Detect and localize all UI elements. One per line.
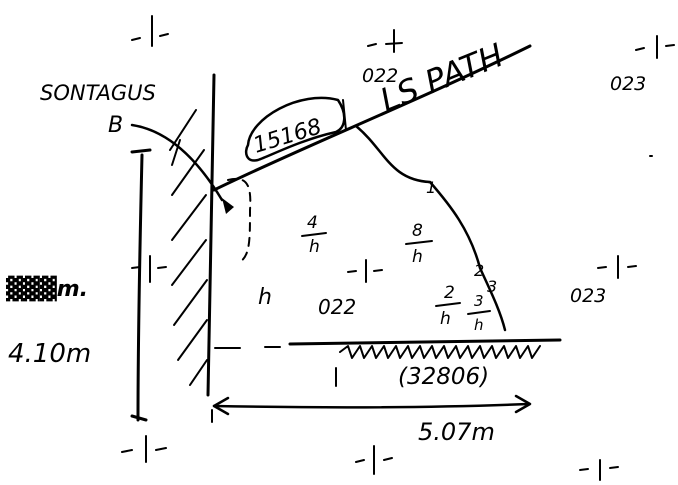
sontagus-label: SONTAGUS xyxy=(40,81,156,105)
svg-text:h: h xyxy=(474,316,484,334)
svg-text:4: 4 xyxy=(307,213,318,233)
sontagus-arrow xyxy=(130,123,224,202)
hedge-boundary xyxy=(214,338,562,387)
fraction-3h: 3 h xyxy=(467,292,491,334)
svg-text:022: 022 xyxy=(362,65,398,87)
svg-text:h: h xyxy=(412,247,423,267)
crosshair-marks xyxy=(121,15,653,481)
grid-023-mid: 023 xyxy=(570,255,637,307)
ls-path-line xyxy=(212,44,532,192)
height-dimension-label: 4.10m xyxy=(8,339,91,369)
height-dimension xyxy=(130,148,152,422)
fraction-8h: 8 h xyxy=(405,221,433,267)
grid-022-top: 022 xyxy=(362,29,403,87)
grid-023-top: 023 xyxy=(610,35,675,95)
sontagus-b-label: B xyxy=(108,113,123,138)
svg-text:023: 023 xyxy=(570,285,606,307)
scribbled-out-text: ▓▓▓m. xyxy=(6,275,88,302)
svg-text:h: h xyxy=(440,309,451,329)
svg-text:023: 023 xyxy=(610,73,646,95)
fraction-4h: 4 h xyxy=(301,213,327,257)
tree-h-mark: h xyxy=(258,285,272,310)
ref-32806-label: (32806) xyxy=(398,364,489,390)
setback-bracket xyxy=(227,177,252,263)
wall xyxy=(169,73,216,397)
ref-15168-bubble xyxy=(244,96,346,162)
tree-mark-1: 1 xyxy=(426,178,436,197)
grid-022-mid: 022 xyxy=(318,259,383,319)
width-dimension-label: 5.07m xyxy=(418,418,495,446)
svg-text:022: 022 xyxy=(318,295,356,319)
svg-text:2: 2 xyxy=(444,283,455,303)
tree-mark-3: 3 xyxy=(487,277,497,296)
wall-hatching xyxy=(169,109,208,386)
svg-text:8: 8 xyxy=(412,221,423,241)
svg-text:h: h xyxy=(309,237,320,257)
svg-text:3: 3 xyxy=(474,292,484,310)
sontagus-arrowhead xyxy=(222,198,234,214)
fraction-2h: 2 h xyxy=(435,283,461,329)
tree-mark-2: 2 xyxy=(474,261,484,280)
tree-canopy-outline xyxy=(354,124,507,332)
width-dimension xyxy=(212,394,532,416)
